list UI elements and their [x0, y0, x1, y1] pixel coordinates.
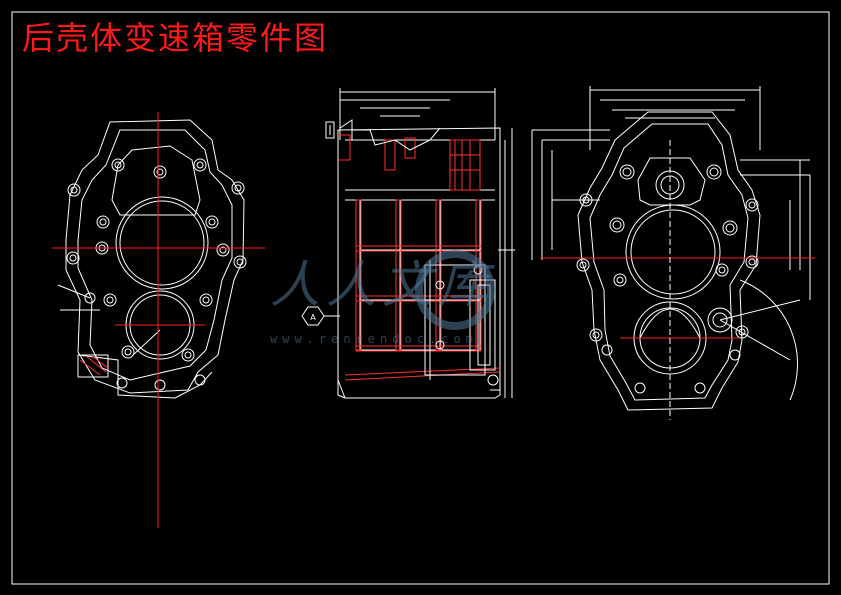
front-view [52, 112, 265, 528]
rear-view [531, 86, 815, 420]
section-marker [301, 306, 340, 326]
watermark-text: 人人文库 [270, 256, 494, 314]
drawing-title: 后壳体变速箱零件图 [22, 19, 329, 57]
section-label: A [310, 313, 316, 322]
watermark-url: www.renrendoc.com [270, 332, 478, 346]
sheet-border [11, 11, 830, 585]
